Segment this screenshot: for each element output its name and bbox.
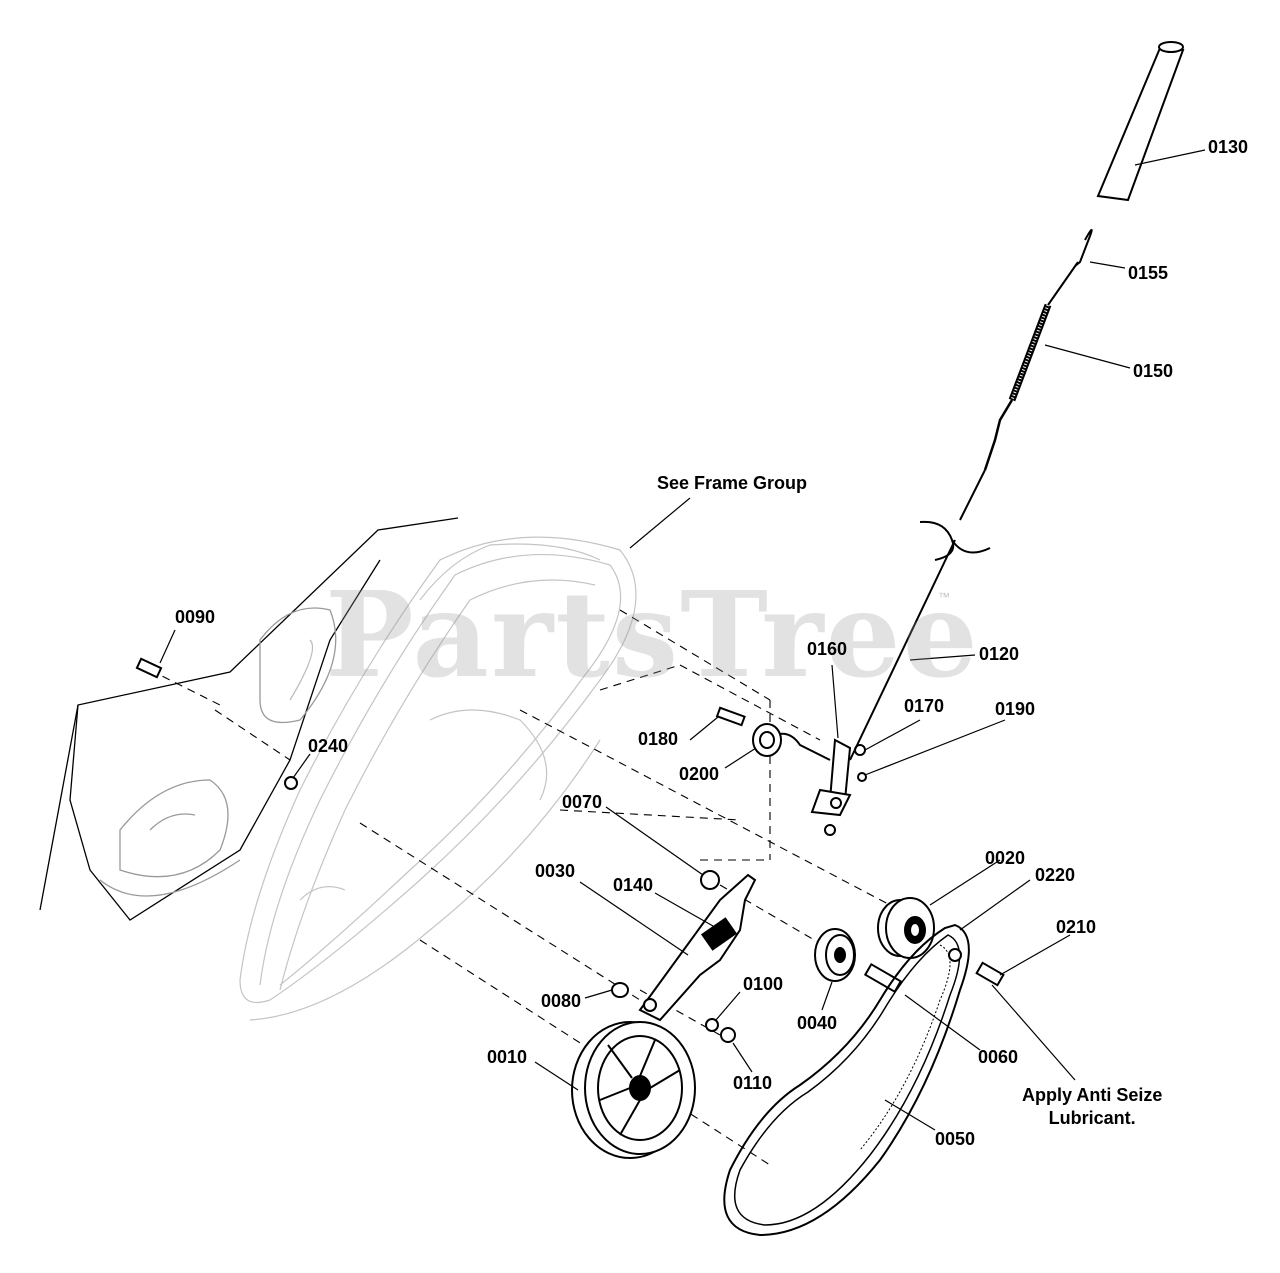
- bolt-0090: [135, 657, 163, 679]
- callout-0100: 0100: [743, 974, 784, 994]
- callout-0080: 0080: [541, 991, 582, 1011]
- callout-0030: 0030: [535, 861, 576, 881]
- callout-0220: 0220: [1035, 865, 1076, 885]
- nut-0240: [284, 776, 298, 790]
- washer-0100: [705, 1018, 719, 1032]
- handle-grip: [1096, 41, 1185, 202]
- callout-0050: 0050: [935, 1129, 976, 1149]
- callout-0060: 0060: [978, 1047, 1019, 1067]
- callout-0240: 0240: [308, 736, 349, 756]
- frame-outline-faded: [239, 536, 637, 1021]
- callout-0110: 0110: [733, 1073, 773, 1093]
- callout-0120: 0120: [979, 644, 1020, 664]
- hook-clip: [1074, 229, 1093, 267]
- drive-belt: [723, 923, 970, 1237]
- callout-0020: 0020: [985, 848, 1026, 868]
- callout-0140: 0140: [613, 875, 654, 895]
- leader-lines: [159, 149, 1206, 1131]
- nut-0070: [700, 870, 720, 890]
- callout-0040: 0040: [797, 1013, 838, 1033]
- bolt-0180: [715, 706, 746, 727]
- callout-0190: 0190: [995, 699, 1036, 719]
- hardware-parts: [135, 657, 1005, 1043]
- drive-pulley: [571, 1021, 696, 1159]
- nut-0110: [720, 1027, 736, 1043]
- bolt-0060: [863, 962, 903, 994]
- callout-0010: 0010: [487, 1047, 528, 1067]
- frame-housing: [39, 517, 459, 921]
- note-anti-seize-line2: Lubricant.: [1048, 1108, 1136, 1129]
- idler-pulley: [814, 928, 856, 982]
- watermark: PartsTree: [325, 565, 980, 704]
- trademark-symbol: ™: [938, 590, 950, 604]
- callout-0200: 0200: [679, 764, 720, 784]
- callout-0180: 0180: [638, 729, 679, 749]
- handle-cable-assembly: [849, 41, 1185, 761]
- note-anti-seize-line1: Apply Anti Seize: [1022, 1085, 1163, 1105]
- callout-0155: 0155: [1128, 263, 1169, 283]
- callout-0160: 0160: [807, 639, 848, 659]
- bolt-0210: [975, 961, 1005, 987]
- callout-0090: 0090: [175, 607, 216, 627]
- idler-arm: [638, 873, 757, 1022]
- washer-0080: [611, 982, 629, 998]
- callout-0210: 0210: [1056, 917, 1097, 937]
- idler-bracket: [774, 732, 867, 836]
- callout-0170: 0170: [904, 696, 945, 716]
- callout-0070: 0070: [562, 792, 603, 812]
- callout-0130: 0130: [1208, 137, 1249, 157]
- note-frame-group: See Frame Group: [657, 473, 808, 493]
- callout-0150: 0150: [1133, 361, 1174, 381]
- note-anti-seize: Apply Anti Seize Lubricant.: [1022, 1084, 1162, 1131]
- engine-pulley: [877, 897, 935, 959]
- control-cable: [849, 469, 986, 761]
